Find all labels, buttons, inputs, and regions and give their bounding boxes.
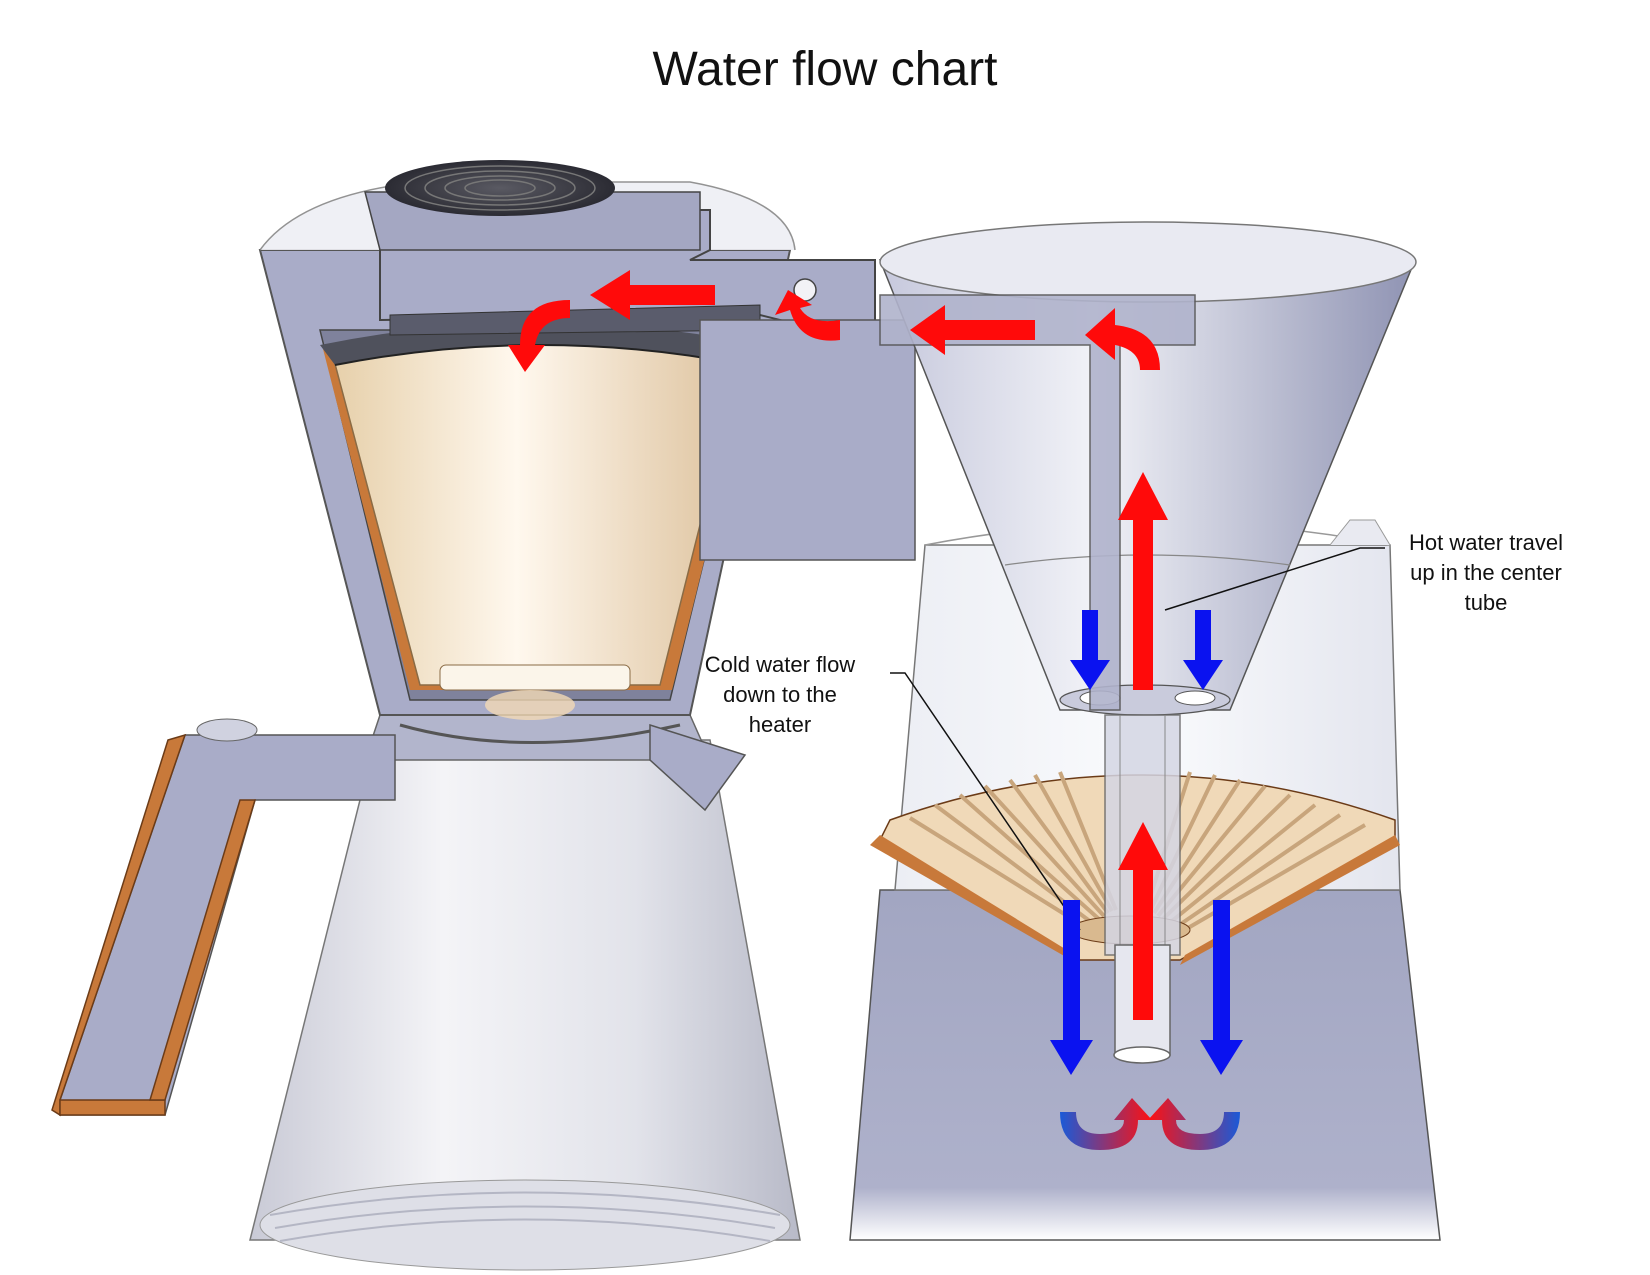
hot-arrow-curve-down-icon xyxy=(508,300,570,372)
cold-water-annotation: Cold water flow down to the heater xyxy=(680,650,880,740)
mixing-arrows xyxy=(1060,1098,1240,1150)
cold-water-leader xyxy=(890,672,1081,931)
machine-neck xyxy=(699,319,916,561)
hot-arrow-up-lower-icon xyxy=(1118,822,1168,1020)
hot-water-annotation: Hot water travel up in the center tube xyxy=(1386,528,1586,618)
carafe-base-ribs xyxy=(269,1191,781,1242)
cold-water-line-2: down to the xyxy=(723,682,837,707)
hot-water-line-1: Hot water travel xyxy=(1408,530,1564,555)
cold-arrow-down-right-top-icon xyxy=(1183,610,1223,690)
hot-flow-arrows xyxy=(508,270,1168,1020)
brew-basket xyxy=(258,181,796,720)
outlet-arm xyxy=(364,160,876,336)
hot-arrow-up-upper-icon xyxy=(1118,472,1168,690)
hot-arrow-left-1-icon xyxy=(910,305,1035,355)
hot-arrow-curve-mid-icon xyxy=(775,290,840,341)
diagram-title: Water flow chart xyxy=(652,43,998,96)
mix-arrow-right-icon xyxy=(1148,1098,1240,1150)
hot-arrow-curve-top-icon xyxy=(1085,308,1160,370)
carafe xyxy=(249,714,801,1271)
annotation-leaders xyxy=(890,547,1385,931)
hot-water-line-2: up in the center xyxy=(1410,560,1562,585)
hot-arrow-left-2-icon xyxy=(590,270,715,320)
cold-water-line-3: heater xyxy=(748,712,812,737)
mix-arrow-left-icon xyxy=(1060,1098,1152,1150)
hot-water-leader xyxy=(1164,547,1385,611)
cold-arrow-down-left-bottom-icon xyxy=(1050,900,1093,1075)
cold-water-line-1: Cold water flow xyxy=(704,652,856,677)
carafe-handle xyxy=(51,718,396,1117)
hot-water-line-3: tube xyxy=(1464,590,1508,615)
cold-flow-arrows xyxy=(1050,610,1243,1075)
cold-arrow-down-left-top-icon xyxy=(1070,610,1110,690)
cold-arrow-down-right-bottom-icon xyxy=(1200,900,1243,1075)
